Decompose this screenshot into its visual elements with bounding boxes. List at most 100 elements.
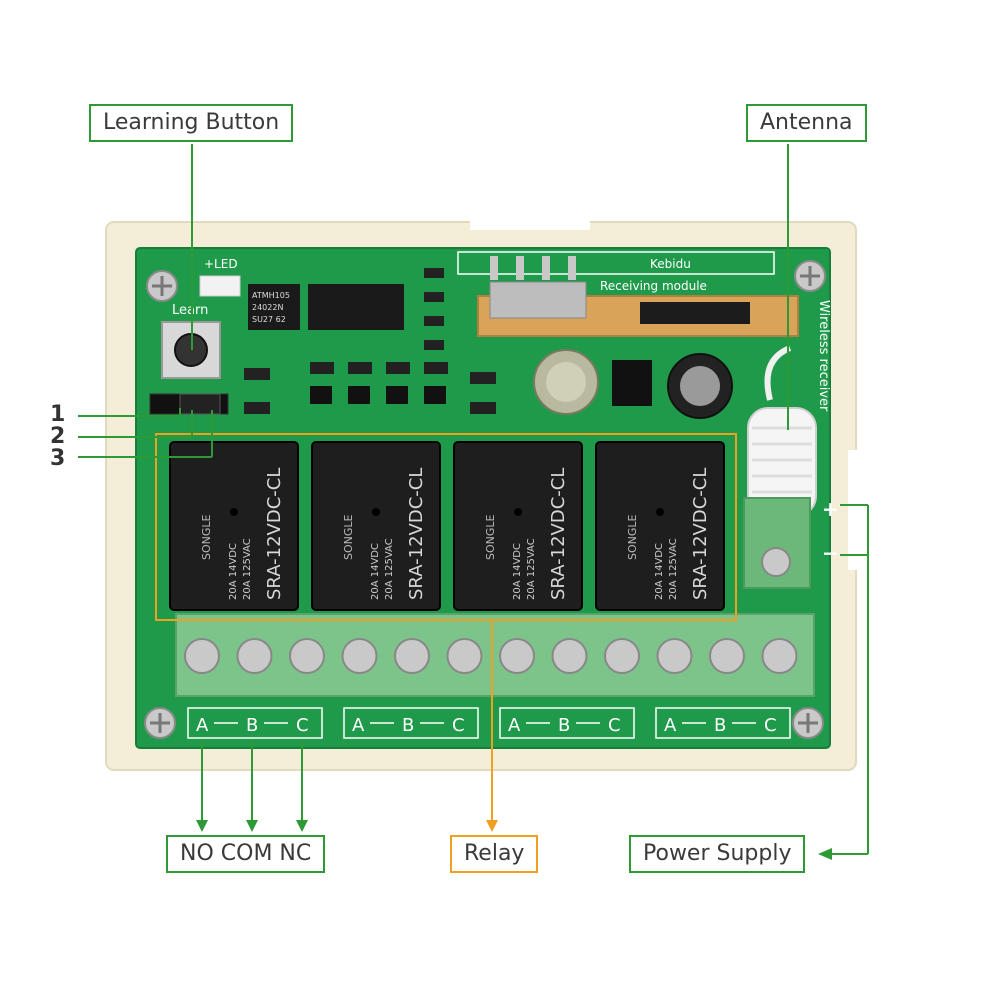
voltage-regulator (612, 360, 652, 406)
terminal-label-box (187, 707, 323, 739)
relay-rating-1: 20A 14VDC (512, 543, 523, 600)
terminal-screw[interactable] (184, 638, 220, 674)
relay-callout: Relay (450, 835, 539, 873)
terminal-label-box (655, 707, 791, 739)
terminal-screw[interactable] (394, 638, 430, 674)
screw-bottom-left (144, 707, 176, 739)
relay-highlight-box (155, 433, 737, 621)
terminal-screw[interactable] (446, 638, 483, 674)
arrow-heads (196, 820, 832, 860)
relay-rating-1: 20A 14VDC (654, 543, 665, 600)
terminal-label-a: A (664, 715, 677, 736)
relay-brand-label: SONGLE (342, 514, 355, 560)
relay-brand-label: SONGLE (200, 514, 213, 560)
relay-pin-dot (514, 508, 522, 516)
relay-rating-1: 20A 14VDC (228, 543, 239, 600)
terminal-block (175, 613, 815, 697)
power-plus-label: + (822, 497, 839, 521)
capacitor-right (667, 353, 733, 419)
relay-brand-label: SONGLE (626, 514, 639, 560)
led-label: +LED (204, 257, 238, 271)
module-label: Receiving module (600, 279, 707, 293)
terminal-label-c: C (608, 715, 621, 736)
relay-rating-2: 20A 125VAC (526, 538, 537, 600)
module-brand: Kebidu (650, 257, 691, 271)
crystal (489, 281, 587, 319)
terminal-label-a: A (196, 715, 209, 736)
learning-button-callout: Learning Button (89, 104, 294, 142)
jumper-number-3: 3 (50, 446, 66, 471)
terminal-screw[interactable] (236, 638, 273, 674)
terminal-label-b: B (402, 715, 414, 736)
chip-text-2: 24022N (252, 303, 283, 312)
relay-pin-dot (656, 508, 664, 516)
terminal-screw[interactable] (289, 638, 325, 674)
jumper-number-1: 1 (50, 402, 66, 427)
screw-bottom-right (792, 707, 824, 739)
relay-body (453, 441, 583, 611)
transistors (310, 386, 446, 404)
terminal-screw[interactable] (761, 638, 798, 674)
relay-model-label: SRA-12VDC-CL (406, 468, 427, 600)
terminal-label-a: A (508, 715, 521, 736)
terminal-label-c: C (764, 715, 777, 736)
relay-model-label: SRA-12VDC-CL (264, 468, 285, 600)
terminal-label-a: A (352, 715, 365, 736)
chip-text-1: ATMH105 (252, 291, 290, 300)
ic-chip-left (248, 284, 300, 330)
relay-rating-2: 20A 125VAC (384, 538, 395, 600)
power-screw (761, 547, 791, 577)
screw-top-right (794, 260, 826, 292)
smd-resistors (244, 268, 496, 414)
relay-model-label: SRA-12VDC-CL (690, 468, 711, 600)
relay-pin-dot (230, 508, 238, 516)
power-supply-callout: Power Supply (629, 835, 806, 873)
no-com-nc-callout: NO COM NC (166, 835, 326, 873)
terminal-label-c: C (452, 715, 465, 736)
jumper-cap[interactable] (179, 393, 221, 415)
terminal-label-b: B (714, 715, 726, 736)
capacitor-left (533, 349, 599, 415)
relay-rating-2: 20A 125VAC (668, 538, 679, 600)
chip-text-3: SU27 62 (252, 315, 286, 324)
terminal-label-box (343, 707, 479, 739)
terminal-label-b: B (246, 715, 258, 736)
receiver-label: Wireless receiver (816, 300, 831, 412)
relay-pin-dot (372, 508, 380, 516)
relay-brand-label: SONGLE (484, 514, 497, 560)
antenna-callout: Antenna (746, 104, 867, 142)
terminal-label-c: C (296, 715, 309, 736)
relay-body (595, 441, 725, 611)
leader-lines (78, 144, 869, 855)
terminal-screw[interactable] (709, 638, 745, 674)
enclosure-notch-right (848, 450, 862, 570)
module-label-box (457, 251, 775, 275)
led (199, 275, 241, 297)
terminal-label-b: B (558, 715, 570, 736)
enclosure-notch-top (470, 212, 590, 230)
module-pins (490, 256, 576, 280)
relay-body (311, 441, 441, 611)
terminal-screw[interactable] (341, 638, 378, 674)
ic-chip-right (308, 284, 404, 330)
screw-top-left (146, 270, 178, 302)
module-chip (640, 302, 750, 324)
power-minus-label: − (822, 541, 839, 565)
terminal-label-box (499, 707, 635, 739)
relay-model-label: SRA-12VDC-CL (548, 468, 569, 600)
relay-rating-2: 20A 125VAC (242, 538, 253, 600)
relay-rating-1: 20A 14VDC (370, 543, 381, 600)
relay-body (169, 441, 299, 611)
terminal-screw[interactable] (604, 638, 640, 674)
learn-label: Learn (172, 303, 208, 318)
jumper-number-2: 2 (50, 424, 66, 449)
terminal-screw[interactable] (656, 638, 693, 674)
terminal-screw[interactable] (499, 638, 535, 674)
terminal-screw[interactable] (551, 638, 588, 674)
